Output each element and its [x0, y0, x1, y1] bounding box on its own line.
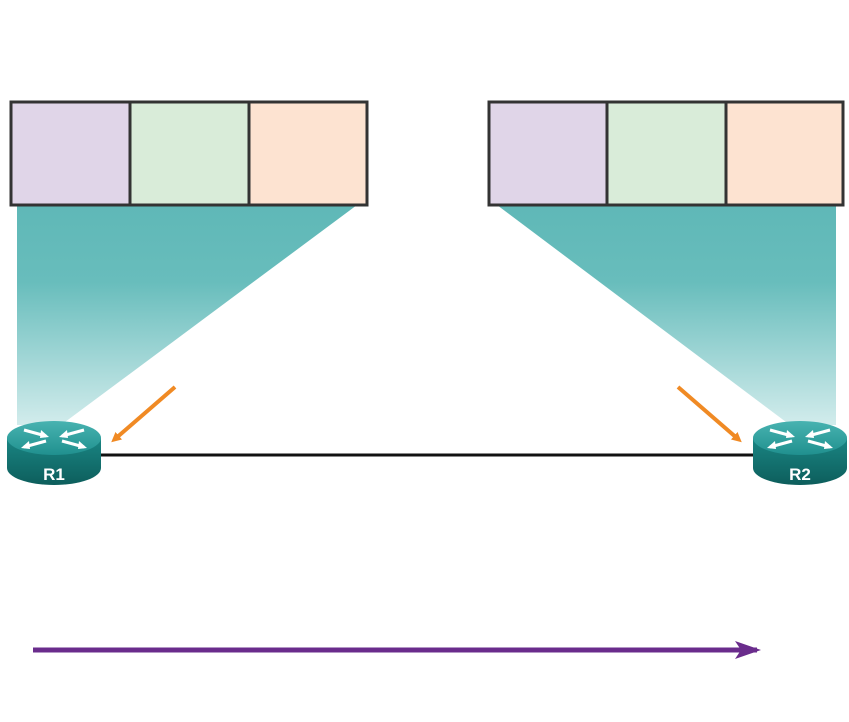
- frame-left-segment-2: [128, 100, 251, 207]
- router-icon: [767, 428, 833, 449]
- router-r2-top: [753, 421, 847, 455]
- pointer-arrow-right: [676, 385, 742, 443]
- frame-right-segment-1: [487, 100, 609, 207]
- frame-right: [487, 100, 845, 207]
- router-r1-label: R1: [43, 465, 65, 484]
- frame-projection-left: [17, 205, 357, 425]
- frame-right-segment-2: [605, 100, 728, 207]
- pointer-arrow-left: [111, 385, 177, 443]
- frame-left-segment-3: [247, 100, 369, 207]
- router-r2-label: R2: [789, 465, 811, 484]
- frame-left: [9, 100, 369, 207]
- router-r2[interactable]: R2: [753, 421, 847, 485]
- frame-right-segment-3: [724, 100, 845, 207]
- router-r1-top: [7, 421, 101, 455]
- frame-projection-right: [497, 205, 836, 425]
- router-icon: [21, 428, 87, 449]
- frame-left-segment-1: [9, 100, 132, 207]
- router-r1[interactable]: R1: [7, 421, 101, 485]
